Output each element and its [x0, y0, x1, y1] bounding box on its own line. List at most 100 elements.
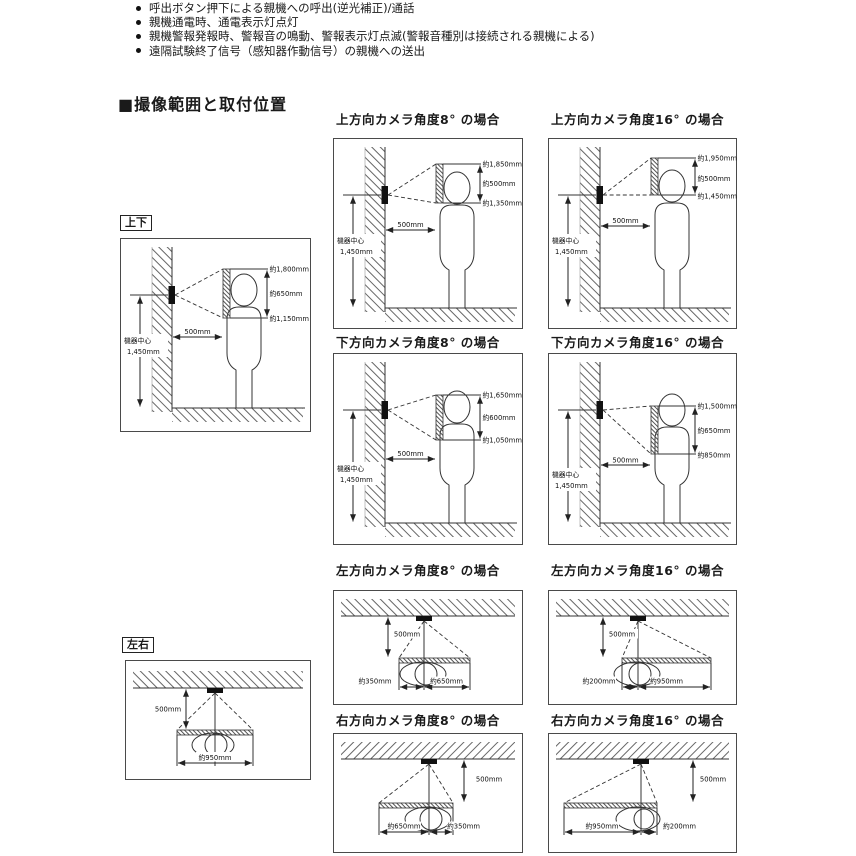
distance-label: 500mm	[612, 457, 639, 465]
imaging-range-bar	[378, 802, 454, 809]
diagram-updown: 500mm 機器中心 1,450mm 約1,800mm 約650mm 約1,15…	[120, 238, 311, 432]
imaging-range-bar	[435, 163, 444, 204]
range-span-label: 約500mm	[698, 174, 731, 183]
bullet-item: 親機警報発報時、警報音の鳴動、警報表示灯点滅(警報音種別は接続される親機による)	[136, 29, 595, 43]
diagram-title-right8: 右方向カメラ角度8° の場合	[336, 713, 500, 728]
section-title: ■撮像範囲と取付位置	[118, 95, 288, 114]
person-head	[658, 393, 686, 427]
camera-device	[381, 186, 388, 204]
ceiling-hatch	[341, 599, 515, 616]
imaging-range-bar	[621, 657, 712, 664]
person-head	[658, 169, 686, 203]
right-span-label: 約200mm	[663, 822, 696, 831]
floor-hatch	[600, 523, 729, 537]
wall-hatch	[365, 362, 385, 527]
distance-label: 500mm	[700, 776, 727, 784]
range-bottom-label: 約1,450mm	[698, 192, 738, 201]
range-span-label: 約600mm	[483, 413, 516, 422]
camera-device	[596, 401, 603, 419]
diagram-left16: 500mm 約200mm 約950mm	[548, 590, 737, 705]
camera-device	[381, 401, 388, 419]
floor-hatch	[600, 308, 729, 322]
distance-label: 500mm	[155, 706, 182, 714]
device-center-value: 1,450mm	[340, 248, 373, 256]
device-center-label: 機器中心	[552, 470, 579, 479]
device-center-value: 1,450mm	[555, 482, 588, 490]
person-body	[654, 426, 690, 523]
diagram-leftright: 500mm 約950mm	[125, 660, 311, 780]
distance-label: 500mm	[397, 450, 424, 458]
camera-view-rays	[602, 405, 652, 455]
device-center-value: 1,450mm	[555, 248, 588, 256]
floor-hatch	[172, 408, 303, 422]
camera-device	[207, 688, 223, 693]
bullet-icon	[136, 34, 141, 40]
dimension-ticks	[621, 663, 712, 690]
bullet-text: 呼出ボタン押下による親機への呼出(逆光補正)/通話	[149, 1, 415, 15]
camera-device	[416, 616, 432, 621]
distance-label: 500mm	[184, 328, 211, 336]
distance-label: 500mm	[609, 631, 636, 639]
range-span-label: 約650mm	[270, 289, 303, 298]
device-center-value: 1,450mm	[340, 476, 373, 484]
device-center-value: 1,450mm	[127, 348, 160, 356]
range-bottom-label: 約1,150mm	[270, 314, 310, 323]
diagram-title-up8: 上方向カメラ角度8° の場合	[336, 112, 500, 127]
camera-view-rays	[176, 692, 254, 731]
device-center-label: 機器中心	[337, 236, 364, 245]
diagram-title-left8: 左方向カメラ角度8° の場合	[336, 563, 500, 578]
wall-hatch	[580, 147, 600, 312]
dimension-ticks	[398, 663, 471, 690]
imaging-range-bar	[222, 268, 231, 319]
ceiling-hatch	[133, 671, 303, 688]
person-body	[226, 306, 262, 408]
diagram-title-up16: 上方向カメラ角度16° の場合	[551, 112, 724, 127]
right-span-label: 約350mm	[447, 822, 480, 831]
range-span-label: 約650mm	[698, 426, 731, 435]
camera-device	[630, 616, 646, 621]
imaging-range-bar	[435, 394, 444, 441]
range-bottom-label: 約850mm	[698, 451, 731, 460]
diagram-down8: 500mm 機器中心 1,450mm 約1,650mm 約600mm 約1,05…	[333, 353, 523, 545]
bullet-text: 親機通電時、通電表示灯点灯	[149, 15, 299, 30]
range-top-label: 約1,850mm	[483, 160, 523, 169]
range-top-label: 約1,650mm	[483, 391, 523, 400]
bullet-text: 遠隔試験終了信号（感知器作動信号）の親機への送出	[149, 43, 425, 58]
bullet-item: 遠隔試験終了信号（感知器作動信号）の親機への送出	[136, 44, 595, 58]
wall-hatch	[365, 147, 385, 312]
diagram-up16: 500mm 機器中心 1,450mm 約1,950mm 約500mm 約1,45…	[548, 138, 737, 329]
diagram-title-right16: 右方向カメラ角度16° の場合	[551, 713, 724, 728]
bullet-icon	[136, 20, 141, 25]
tag-leftright: 左右	[122, 637, 154, 653]
range-bottom-label: 約1,350mm	[483, 199, 523, 208]
bullet-icon	[136, 5, 141, 11]
feature-bullet-list: 呼出ボタン押下による親機への呼出(逆光補正)/通話 親機通電時、通電表示灯点灯 …	[136, 1, 595, 58]
camera-view-rays	[387, 163, 437, 204]
camera-view-rays	[563, 763, 658, 804]
camera-view-rays	[602, 157, 652, 196]
camera-view-rays	[398, 620, 471, 659]
distance-label: 500mm	[394, 631, 421, 639]
wall-hatch	[152, 247, 172, 412]
person-body	[439, 423, 475, 523]
diagram-title-down16: 下方向カメラ角度16° の場合	[551, 335, 724, 350]
ceiling-hatch	[556, 742, 729, 759]
diagram-title-down8: 下方向カメラ角度8° の場合	[336, 335, 500, 350]
left-span-label: 約200mm	[582, 677, 615, 686]
camera-view-rays	[621, 620, 712, 659]
person-head-top-view	[419, 807, 443, 831]
person-body	[439, 204, 475, 308]
ceiling-hatch	[556, 599, 729, 616]
bullet-text: 親機警報発報時、警報音の鳴動、警報表示灯点滅(警報音種別は接続される親機による)	[149, 29, 595, 44]
ceiling-hatch	[341, 742, 515, 759]
imaging-range-bar	[650, 157, 659, 196]
device-center-label: 機器中心	[124, 336, 151, 345]
dimension-ticks	[563, 808, 658, 835]
camera-device	[596, 186, 603, 204]
person-head	[230, 273, 258, 307]
range-bottom-label: 約1,050mm	[483, 436, 523, 445]
width-label: 約950mm	[198, 753, 231, 762]
floor-hatch	[385, 523, 515, 537]
person-head-top-view	[628, 662, 652, 686]
device-center-label: 機器中心	[552, 236, 579, 245]
